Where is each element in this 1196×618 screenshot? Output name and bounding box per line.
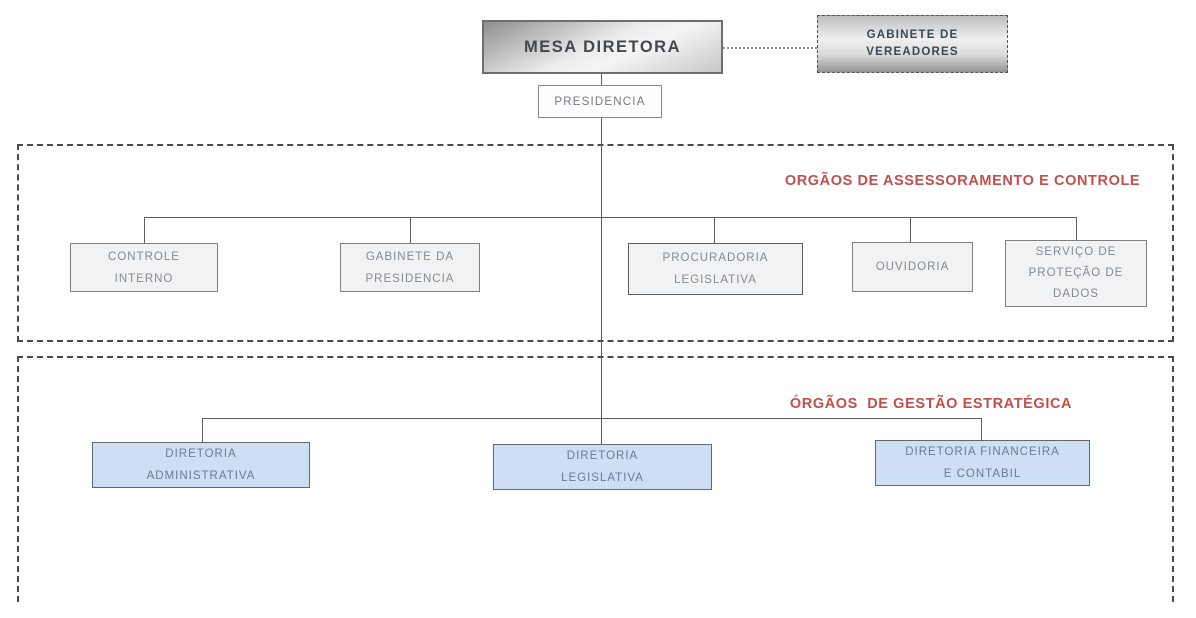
stub-procuradoria [714,217,715,243]
stub-diretoria-administrativa [202,418,203,442]
stub-ouvidoria [910,217,911,242]
region-gestao-estrategica [17,356,1174,602]
stub-servico-protecao [1076,217,1077,240]
node-ouvidoria: OUVIDORIA [852,242,973,292]
stub-controle-interno [144,217,145,243]
region-assessoramento-controle [17,144,1174,342]
connector-mesa-presidencia [601,74,602,85]
node-controle-interno: CONTROLE INTERNO [70,243,218,292]
node-servico-protecao-dados: SERVIÇO DE PROTEÇÃO DE DADOS [1005,240,1147,307]
connector-mesa-gabinete-dotted [723,47,817,49]
node-diretoria-financeira-contabil: DIRETORIA FINANCEIRA E CONTABIL [875,440,1090,486]
connector-section2-horizontal [202,418,982,419]
node-mesa-diretora: MESA DIRETORA [482,20,723,74]
node-gabinete-vereadores: GABINETE DE VEREADORES [817,15,1008,73]
connector-trunk [601,118,602,444]
node-diretoria-legislativa: DIRETORIA LEGISLATIVA [493,444,712,490]
stub-diretoria-financeira [981,418,982,440]
section-title-assessoramento: ORGÃOS DE ASSESSORAMENTO E CONTROLE [784,173,1141,189]
stub-gabinete-presidencia [410,217,411,243]
node-gabinete-da-presidencia: GABINETE DA PRESIDENCIA [340,243,480,292]
connector-section1-horizontal [144,217,1077,218]
node-presidencia: PRESIDENCIA [538,85,662,118]
node-procuradoria-legislativa: PROCURADORIA LEGISLATIVA [628,243,803,295]
node-diretoria-administrativa: DIRETORIA ADMINISTRATIVA [92,442,310,488]
section-title-gestao: ÓRGÃOS DE GESTÃO ESTRATÉGICA [789,396,1073,412]
